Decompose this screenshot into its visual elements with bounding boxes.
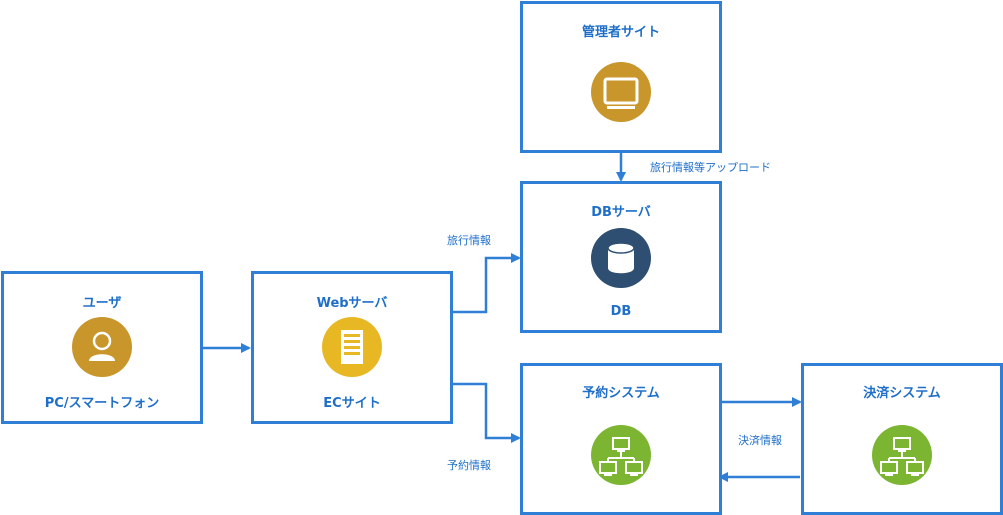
node-db-server-title: DBサーバ bbox=[591, 205, 651, 220]
node-admin-site-title: 管理者サイト bbox=[581, 25, 660, 40]
edge-label-admin-db: 旅行情報等アップロード bbox=[650, 161, 771, 174]
node-db-server-sub: DB bbox=[610, 304, 632, 319]
node-user: ユーザ PC/スマートフォン bbox=[1, 271, 203, 424]
network-icon bbox=[872, 425, 932, 485]
monitor-icon bbox=[591, 62, 651, 122]
server-icon bbox=[322, 317, 382, 377]
edge-web-db bbox=[445, 253, 521, 317]
node-web-server: Webサーバ ECサイト bbox=[251, 271, 453, 424]
node-db-server: DBサーバ DB bbox=[520, 181, 722, 333]
edge-label-web-reservation: 予約情報 bbox=[447, 459, 491, 472]
database-icon bbox=[591, 228, 651, 288]
node-web-server-title: Webサーバ bbox=[316, 296, 388, 311]
node-reservation-system-title: 予約システム bbox=[582, 386, 660, 401]
node-user-title: ユーザ bbox=[82, 296, 122, 311]
user-icon bbox=[72, 317, 132, 377]
node-user-sub: PC/スマートフォン bbox=[44, 396, 160, 411]
node-admin-site: 管理者サイト bbox=[520, 1, 722, 153]
node-reservation-system: 予約システム bbox=[520, 363, 722, 515]
network-icon bbox=[591, 425, 651, 485]
node-web-server-sub: ECサイト bbox=[323, 396, 381, 411]
node-payment-system: 決済システム bbox=[801, 363, 1003, 515]
node-payment-system-title: 決済システム bbox=[863, 386, 941, 401]
edge-web-reservation bbox=[445, 379, 521, 443]
edge-label-web-db: 旅行情報 bbox=[447, 234, 491, 247]
edge-label-reservation-payment: 決済情報 bbox=[738, 434, 782, 447]
